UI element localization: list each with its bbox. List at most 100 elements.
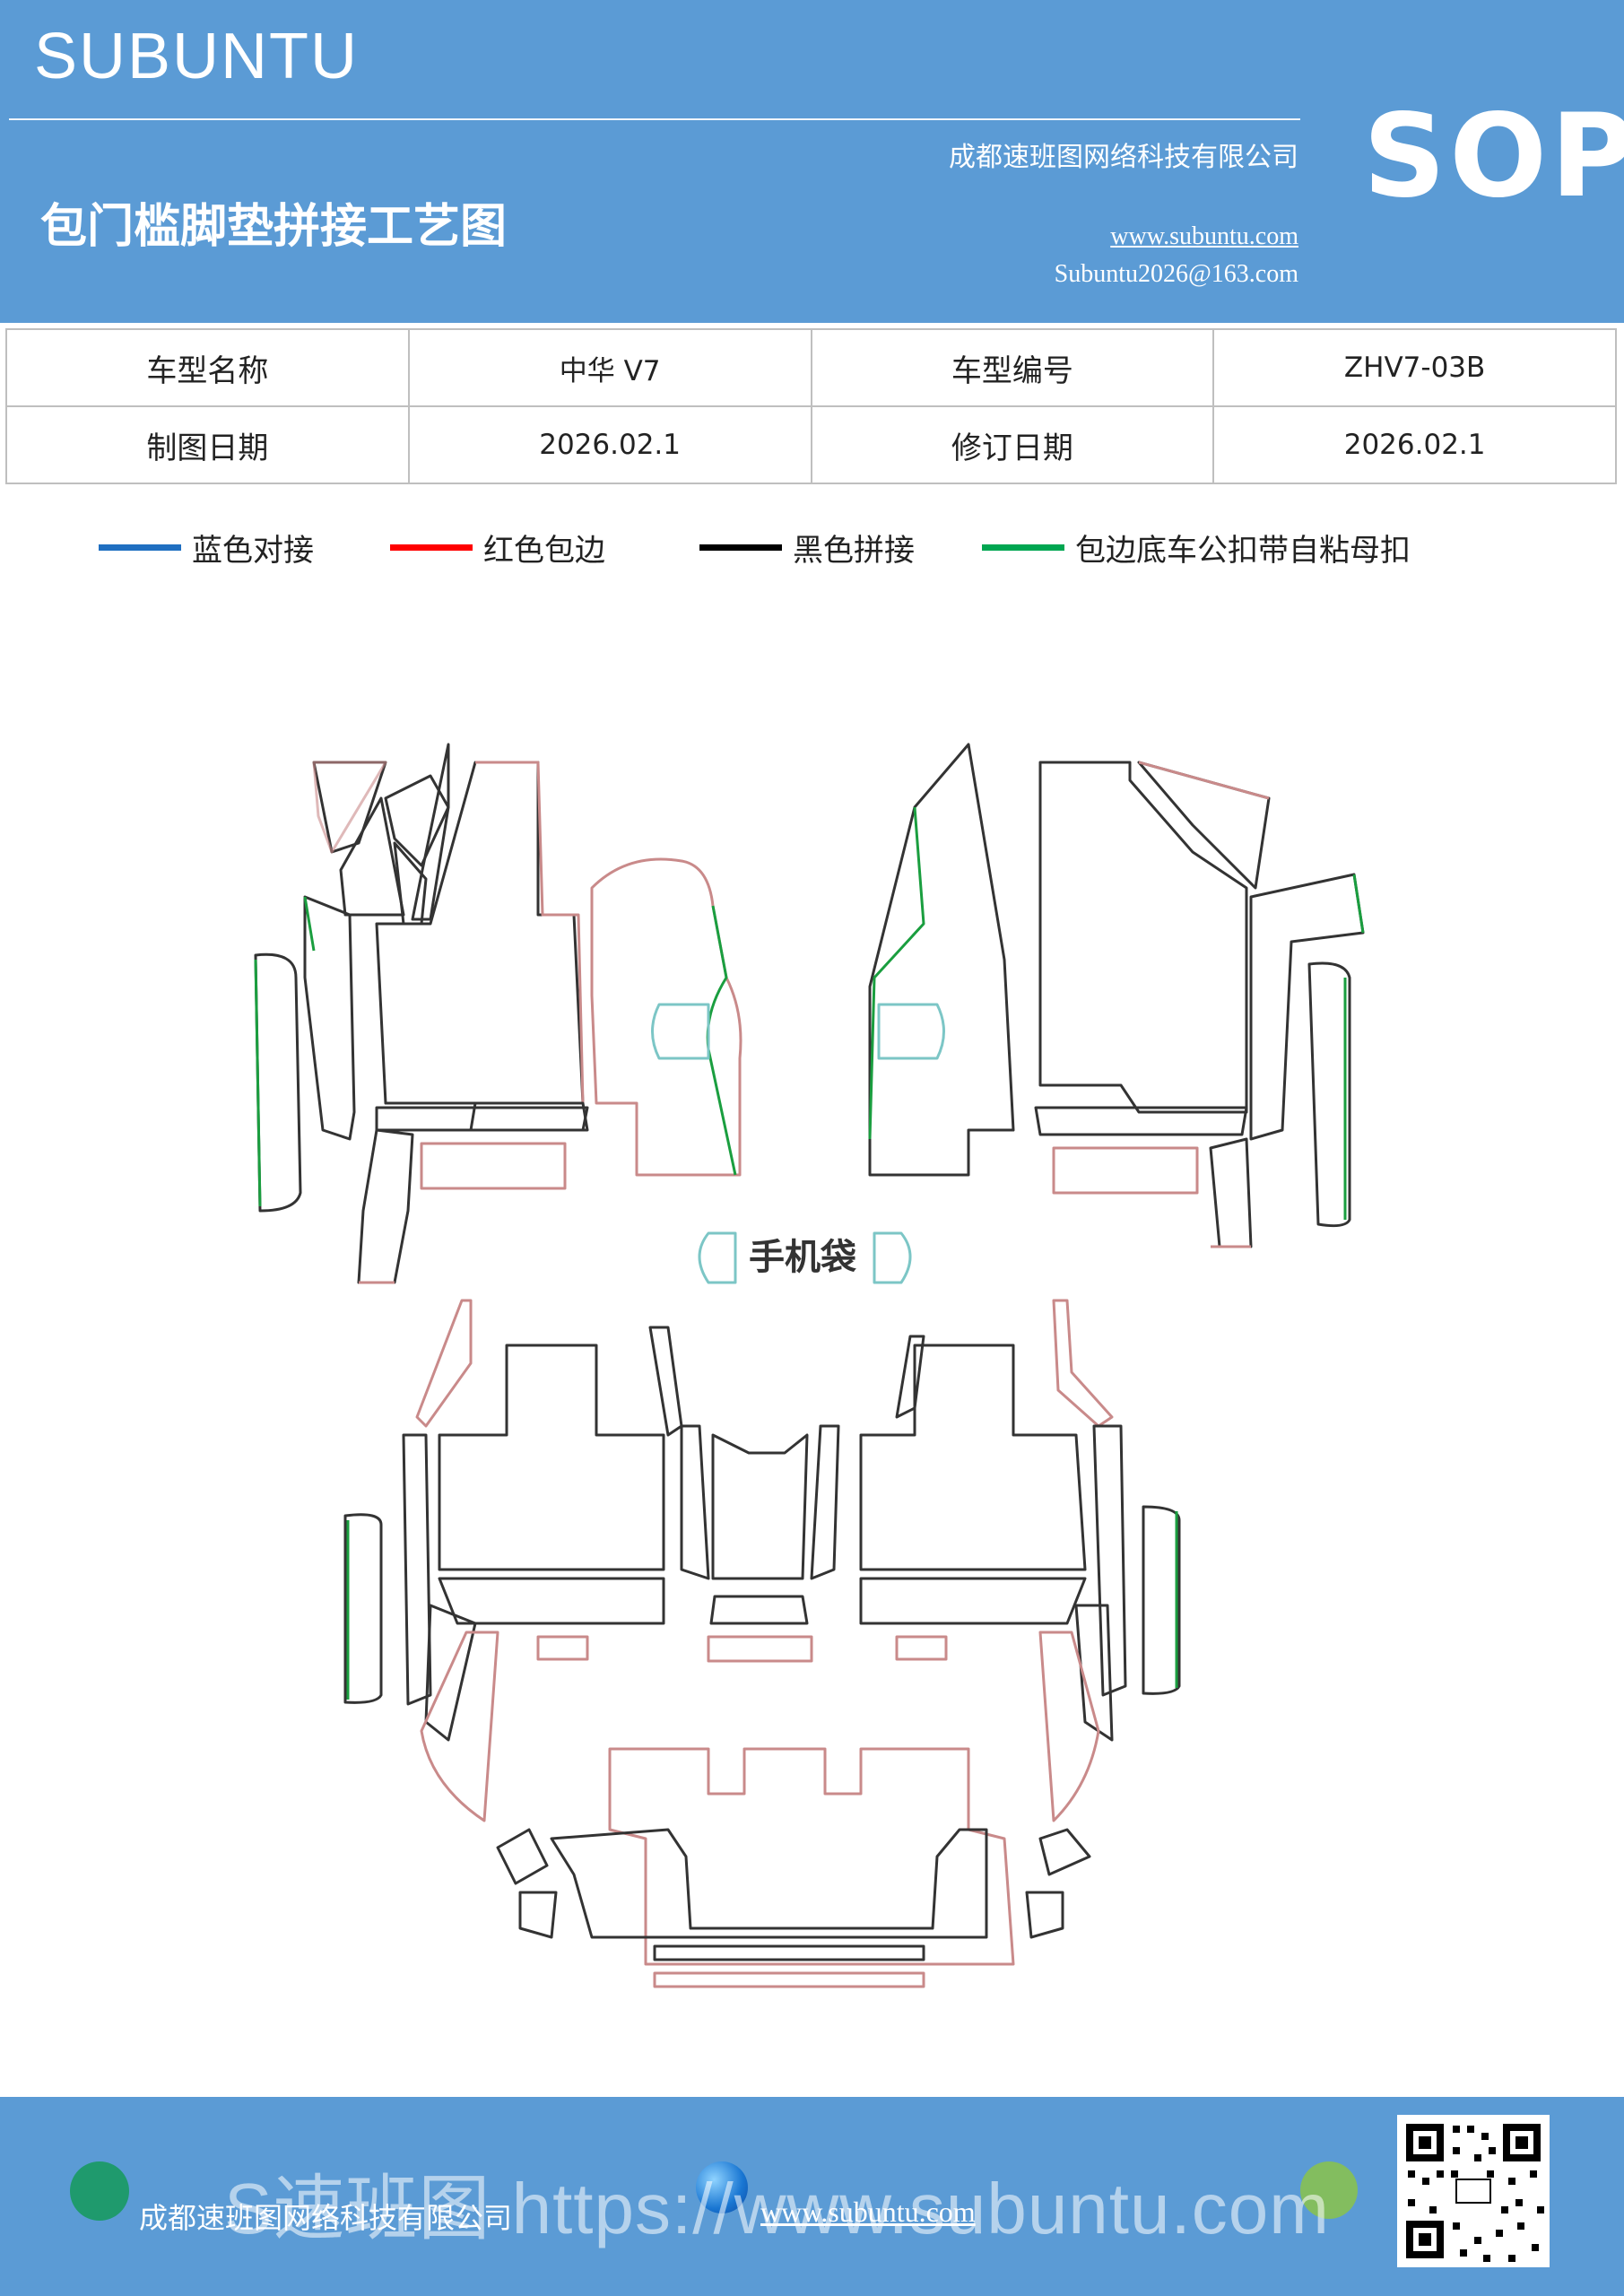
header-divider — [9, 118, 1300, 120]
mat-piece — [651, 1003, 710, 1060]
front-right-mat — [868, 743, 1015, 1177]
mat-piece — [1034, 1106, 1248, 1136]
table-cell: 修订日期 — [810, 405, 1215, 484]
mat-piece — [254, 952, 302, 1213]
legend-item-green: 包边底车公扣带自粘母扣 — [982, 520, 1411, 574]
mat-piece — [402, 1433, 432, 1706]
mat-piece — [1138, 761, 1270, 800]
table-row: 制图日期 2026.02.1 修订日期 2026.02.1 — [5, 405, 1617, 484]
mat-piece — [698, 1231, 737, 1284]
mat-piece — [608, 1747, 1015, 1966]
legend-item-red: 红色包边 — [390, 520, 605, 574]
diagram-svg: 手机袋 — [254, 743, 1365, 1988]
mat-piece — [653, 1944, 925, 1961]
mat-piece — [895, 1635, 948, 1661]
legend-item-black: 黑色拼接 — [699, 520, 915, 574]
mat-piece — [438, 1344, 665, 1571]
legend-label: 黑色拼接 — [793, 532, 915, 569]
footer-watermark: S速班图 https://www.subuntu.com — [224, 2169, 1330, 2248]
footer-banner: S速班图 https://www.subuntu.com 成都速班图网络科技有限… — [0, 2097, 1624, 2296]
mat-piece — [411, 743, 450, 921]
phone-pocket-label: 手机袋 — [749, 1237, 856, 1278]
mat-piece — [254, 959, 262, 1207]
table-cell: 中华 V7 — [407, 328, 812, 407]
mat-piece — [415, 1299, 473, 1428]
qr-code — [1397, 2115, 1550, 2267]
info-table: 车型名称 中华 V7 车型编号 ZHV7-03B 制图日期 2026.02.1 … — [5, 328, 1617, 484]
mat-piece — [868, 743, 1015, 1177]
mat-piece — [375, 1106, 589, 1132]
mat-piece — [706, 905, 737, 1176]
middle-left-group — [343, 1299, 683, 1822]
mat-piece — [1074, 1604, 1114, 1742]
sop-badge: SOP — [1363, 90, 1624, 223]
header-banner: SUBUNTU 包门槛脚垫拼接工艺图 成都速班图网络科技有限公司 www.sub… — [0, 0, 1624, 323]
front-left-mat — [590, 857, 743, 1177]
mat-piece — [343, 1513, 383, 1704]
table-cell: 车型名称 — [5, 328, 410, 407]
mat-piece — [303, 895, 356, 1141]
rear-group — [496, 1747, 1091, 1988]
header-email[interactable]: Subuntu2026@163.com — [1054, 260, 1298, 288]
mat-piece — [648, 1326, 683, 1437]
mat-piece — [873, 1231, 912, 1284]
table-cell: 车型编号 — [810, 328, 1215, 407]
mat-piece — [1052, 1146, 1199, 1195]
table-cell: 2026.02.1 — [407, 405, 812, 484]
middle-right-group — [859, 1299, 1181, 1822]
mat-piece — [810, 1424, 840, 1580]
building-icon — [70, 2161, 129, 2221]
mat-piece — [469, 1101, 589, 1132]
mat-piece — [1038, 1828, 1091, 1876]
mat-piece — [339, 796, 405, 917]
mat-piece — [550, 1828, 988, 1939]
mat-piece — [1307, 961, 1351, 1228]
mat-piece — [1352, 874, 1365, 934]
mat-piece — [375, 761, 585, 1105]
mat-piece — [1209, 1137, 1253, 1248]
mat-piece — [384, 774, 450, 867]
mat-piece — [1038, 761, 1248, 1114]
mat-piece — [859, 1344, 1087, 1571]
legend-swatch — [699, 544, 782, 551]
footer-company: 成都速班图网络科技有限公司 — [139, 2201, 513, 2235]
front-left-group — [254, 743, 589, 1284]
mat-piece — [859, 1577, 1087, 1625]
floor-mat-diagram: 手机袋 — [0, 709, 1624, 2018]
mat-piece — [877, 1003, 945, 1060]
header-website-link[interactable]: www.subuntu.com — [1110, 222, 1298, 250]
mat-piece — [1052, 1299, 1114, 1428]
mat-piece — [590, 857, 743, 1177]
legend-label: 蓝色对接 — [192, 532, 314, 569]
mat-piece — [895, 1335, 925, 1419]
mat-piece — [420, 1142, 567, 1190]
table-cell: 2026.02.1 — [1212, 405, 1617, 484]
mat-piece — [475, 761, 585, 1104]
legend-label: 包边底车公扣带自粘母扣 — [1075, 532, 1411, 569]
mat-piece — [709, 1595, 809, 1625]
header-company: 成都速班图网络科技有限公司 — [949, 142, 1298, 173]
table-cell: ZHV7-03B — [1212, 328, 1617, 407]
middle-center-group — [680, 1424, 840, 1663]
table-row: 车型名称 中华 V7 车型编号 ZHV7-03B — [5, 328, 1617, 407]
mat-piece — [303, 896, 316, 952]
phone-pocket — [698, 1231, 912, 1284]
mat-piece — [536, 1635, 589, 1661]
table-cell: 制图日期 — [5, 405, 410, 484]
legend-item-blue: 蓝色对接 — [99, 520, 314, 574]
mat-piece — [424, 1604, 477, 1742]
mat-piece — [496, 1828, 549, 1885]
mat-piece — [1038, 1631, 1100, 1822]
legend-label: 红色包边 — [483, 532, 605, 569]
front-right-group — [1034, 761, 1365, 1248]
mat-piece — [680, 1424, 710, 1580]
mat-piece — [1142, 1505, 1181, 1695]
document-title: 包门槛脚垫拼接工艺图 — [40, 199, 508, 254]
mat-piece — [707, 1635, 813, 1663]
brand-logo-text: SUBUNTU — [34, 21, 360, 92]
mat-piece — [312, 761, 387, 854]
footer-website-link[interactable]: www.subuntu.com — [760, 2196, 976, 2228]
legend-swatch — [982, 544, 1064, 551]
legend: 蓝色对接 红色包边 黑色拼接 包边底车公扣带自粘母扣 — [0, 520, 1624, 583]
mat-piece — [868, 806, 925, 1140]
